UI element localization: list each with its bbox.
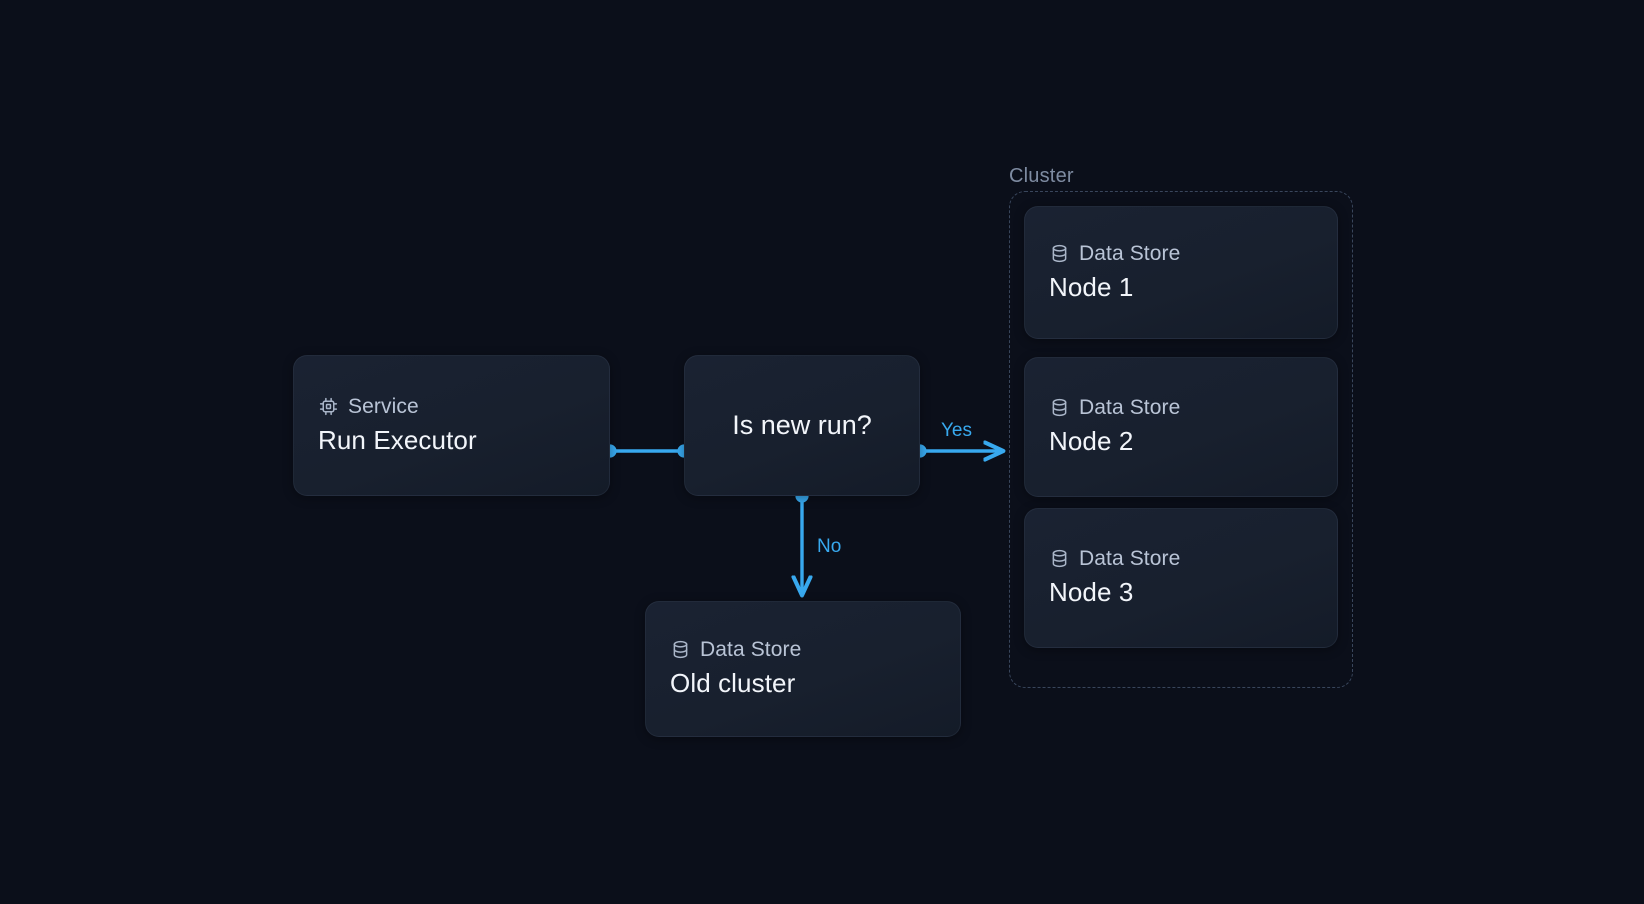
cluster-label: Cluster [1009,165,1074,187]
node-title: Old cluster [670,668,796,699]
edge-service-to-decision [603,444,691,458]
node-header: Service [318,396,585,417]
database-icon [670,639,691,660]
cpu-chip-icon [318,396,339,417]
node-header: Data Store [1049,548,1313,569]
node-header: Data Store [1049,243,1313,264]
decision-label: Is new run? [732,410,872,440]
node-run-executor[interactable]: Service Run Executor [293,355,610,496]
node-old-cluster[interactable]: Data Store Old cluster [645,601,961,737]
edge-decision-to-cluster [913,444,1002,457]
node-kind-label: Data Store [1079,396,1181,420]
database-icon [1049,243,1070,264]
node-title: Run Executor [318,424,477,455]
node-header: Data Store [1049,397,1313,418]
node-kind-label: Service [348,394,419,418]
cluster-container [1009,191,1353,688]
database-icon [1049,548,1070,569]
edge-decision-to-old-cluster [795,489,808,594]
node-kind-label: Data Store [700,638,802,662]
node-title: Node 1 [1049,271,1134,302]
edge-label-yes: Yes [941,420,972,441]
edge-label-no: No [817,536,842,557]
node-title: Node 3 [1049,577,1134,608]
database-icon [1049,397,1070,418]
node-title: Node 2 [1049,426,1134,457]
node-data-store-node-3[interactable]: Data Store Node 3 [1024,508,1338,648]
node-data-store-node-2[interactable]: Data Store Node 2 [1024,357,1338,497]
node-header: Data Store [670,639,936,660]
node-kind-label: Data Store [1079,241,1181,265]
node-is-new-run[interactable]: Is new run? [684,355,920,496]
node-data-store-node-1[interactable]: Data Store Node 1 [1024,206,1338,339]
node-kind-label: Data Store [1079,547,1181,571]
